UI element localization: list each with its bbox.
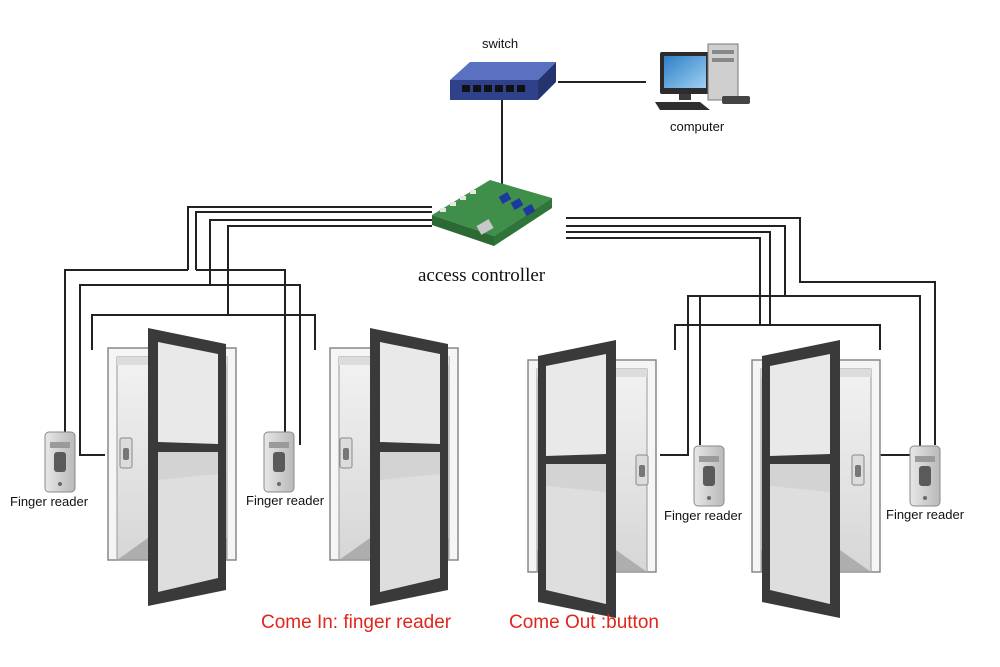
computer-icon xyxy=(655,43,750,110)
exit-button-icon xyxy=(119,437,133,469)
wiring xyxy=(64,81,936,456)
controller-board-icon xyxy=(432,180,552,246)
finger-reader-icon xyxy=(44,431,76,493)
exit-button-icon xyxy=(851,454,865,486)
finger-reader-icon xyxy=(909,445,941,507)
switch-icon xyxy=(450,62,556,100)
exit-button-icon xyxy=(339,437,353,469)
controller-label: access controller xyxy=(418,265,546,286)
exit-button-icon xyxy=(635,454,649,486)
finger-reader-icon xyxy=(263,431,295,493)
finger-reader-label: Finger reader xyxy=(246,493,325,508)
finger-reader-label: Finger reader xyxy=(886,507,965,522)
finger-reader-icon xyxy=(693,445,725,507)
finger-reader-label: Finger reader xyxy=(10,494,89,509)
finger-reader-label: Finger reader xyxy=(664,508,743,523)
computer-label: computer xyxy=(670,119,725,134)
switch-label: switch xyxy=(482,36,519,51)
come-in-caption: Come In: finger reader xyxy=(261,612,452,633)
come-out-caption: Come Out :button xyxy=(509,612,659,633)
